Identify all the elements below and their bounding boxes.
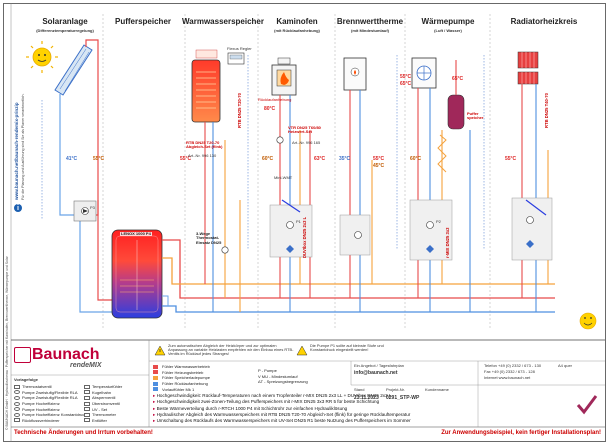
duvi-vertical: DUVIbox DN25 2x3 L	[302, 216, 307, 258]
vtr-label: VTR DN25 T60/80 Heizwert-Set	[288, 125, 321, 135]
header-buffer: Pufferspeicher	[114, 17, 172, 26]
header-stove: Kaminofen	[276, 17, 318, 26]
temp-hp-55: 55°C	[400, 74, 412, 80]
left-strip-text: © BAUNACH GmbH · Hydraulikschema · Puffe…	[5, 256, 9, 430]
info-icon	[14, 203, 22, 212]
legend-right: P - Pumpe V MU - Mindestumlauf ΔT - Spre…	[258, 368, 308, 385]
regler-label: Flexus Regler	[227, 46, 252, 51]
symbol-legend: Thermostatventil Pumpe Zweistufig/Flexib…	[14, 384, 86, 423]
symbol-legend-2: Temperaturfühler Kugelhahn Absperrventil…	[84, 384, 122, 423]
title-proj: 0291_STP-WP	[386, 395, 420, 401]
note-1: ▸ Hochgeschwindigkeit: Rücklauf-Temperat…	[153, 393, 392, 398]
temp-boiler-55: 55°C	[373, 156, 385, 162]
header-hotwater: Warmwasserspeicher	[182, 17, 264, 26]
temp-radiator: 55°C	[505, 156, 517, 162]
buffer-tank	[111, 229, 163, 319]
note-4: ▸ Hydraulischer Abgleich des Warmwassers…	[153, 411, 411, 417]
title-mail[interactable]: info@baunach.net	[354, 370, 398, 376]
warning-icon	[154, 345, 166, 356]
temp-hp-60: 60°C	[410, 156, 422, 162]
rmix-vertical: r-MIX DN25 3x3	[445, 227, 450, 259]
info-top: Zum automatischen Abgleich der Heizkörpe…	[168, 343, 294, 357]
warning-icon-2	[296, 345, 308, 356]
smiley-icon	[579, 312, 597, 330]
rtb-ww-label: RTB DN25 T20-70 Abgleich-Set (flink)	[186, 140, 223, 150]
title-kunde-label: Kundenname	[425, 387, 449, 392]
header-solar: Solaranlage	[42, 17, 88, 26]
solar-collector	[54, 44, 93, 96]
rtb-vertical-1: RTB DN25 T20-70	[237, 93, 242, 128]
sun-icon	[26, 41, 58, 73]
title-tel: Telefon +49 (0) 2332 / 673 - 130	[484, 363, 542, 368]
pump-p1: P1	[296, 219, 301, 224]
planner-note: Für die Planung und Ausführung sind Sie …	[21, 93, 25, 200]
footer-right: Zur Anwendungsbeispiel, kein fertiger In…	[441, 430, 601, 436]
subheader-stove: (mit Rücklaufanhebung)	[274, 28, 320, 33]
title-format: A4 quer	[558, 363, 573, 368]
buffer-label: LENOX 1000 P4	[120, 231, 152, 237]
website-link[interactable]: www.baunach.net/baunach-rendemix-prinzip	[14, 102, 19, 200]
note-2: ▸ Hochgeschwindigkeit zwei-Zonen-Teilung…	[153, 399, 380, 405]
title-stand-label: Stand	[354, 387, 365, 392]
subheader-solar: (Differenztemperaturregelung)	[36, 28, 94, 33]
title-date: 23.11.2023	[354, 395, 379, 401]
brand-mark	[14, 347, 31, 363]
stove	[271, 57, 297, 96]
temp-ww: 55°C	[180, 156, 192, 162]
header-heatpump: Wärmepumpe	[421, 17, 475, 26]
heat-pump	[411, 57, 437, 89]
title-line1: Ein Angebot / Tagesfahrplan	[354, 363, 404, 368]
subheader-boiler: (mit Mindestumlauf)	[351, 28, 389, 33]
temp-buffer: 55°C	[93, 156, 105, 162]
temp-stove-80: 80°C	[264, 106, 276, 112]
brand-logo: Baunach rendeMIX	[32, 346, 102, 370]
subheader-heatpump: (Luft / Wasser)	[434, 28, 462, 33]
vtr-art: Art.-Nr. 996 165	[292, 140, 321, 145]
footer-left: Technische Änderungen und Irrtum vorbeha…	[14, 430, 153, 436]
temp-hp-65: 65°C	[400, 81, 412, 87]
temp-stove-60: 60°C	[262, 156, 274, 162]
title-proj-label: Projekt-Nr.	[386, 387, 405, 392]
ruecklauf-label: Rücklaufanhebung	[258, 97, 292, 102]
radiators	[517, 51, 539, 85]
title-fax: Fax +49 (0) 2332 / 673 - 128	[484, 369, 535, 374]
temp-hp-65b: 65°C	[452, 76, 464, 82]
rtb-ww-art: Art.-Nr. 996 130	[188, 153, 217, 158]
temp-boiler-45: 45°C	[373, 163, 385, 169]
info-right: Die Pumpe P1 sollte auf kleinste Stufe u…	[310, 343, 384, 353]
small-buffer-label: Puffer speicher	[467, 111, 484, 121]
rtb-vertical-2: RTB DN25 T40-70	[544, 93, 549, 128]
header-radiator: Radiatorheizkreis	[510, 17, 578, 26]
boiler	[343, 57, 367, 91]
mini-wmt-label: Mini-WMT	[274, 175, 293, 180]
hot-water-tank	[191, 59, 221, 123]
header-boiler: Brennwerttherme	[336, 17, 404, 26]
pump-p3: P3	[90, 205, 95, 210]
temp-solar: 41°C	[66, 156, 78, 162]
pump-p2: P2	[436, 219, 441, 224]
note-3: ▸ Beste Wärmeverteilung durch r-RTCH 100…	[153, 405, 348, 411]
symbols-head: Vorlagefolge	[14, 377, 38, 382]
title-web: Internet www.baunach.net	[484, 375, 531, 380]
legend-left: Fühler Warmwasserbetrieb Fühler Heizungs…	[153, 364, 210, 392]
notes-block: ▸ Hochgeschwindigkeit: Rücklauf-Temperat…	[153, 393, 473, 424]
checkmark-icon	[576, 395, 598, 415]
thermo-label: 3-Wege Thermostat-Einsatz DN25	[196, 231, 222, 245]
temp-stove-63: 63°C	[314, 156, 326, 162]
temp-boiler-35: 35°C	[339, 156, 351, 162]
note-5: ▸ Umschaltung des Rücklaufs des Warmwass…	[153, 418, 411, 424]
